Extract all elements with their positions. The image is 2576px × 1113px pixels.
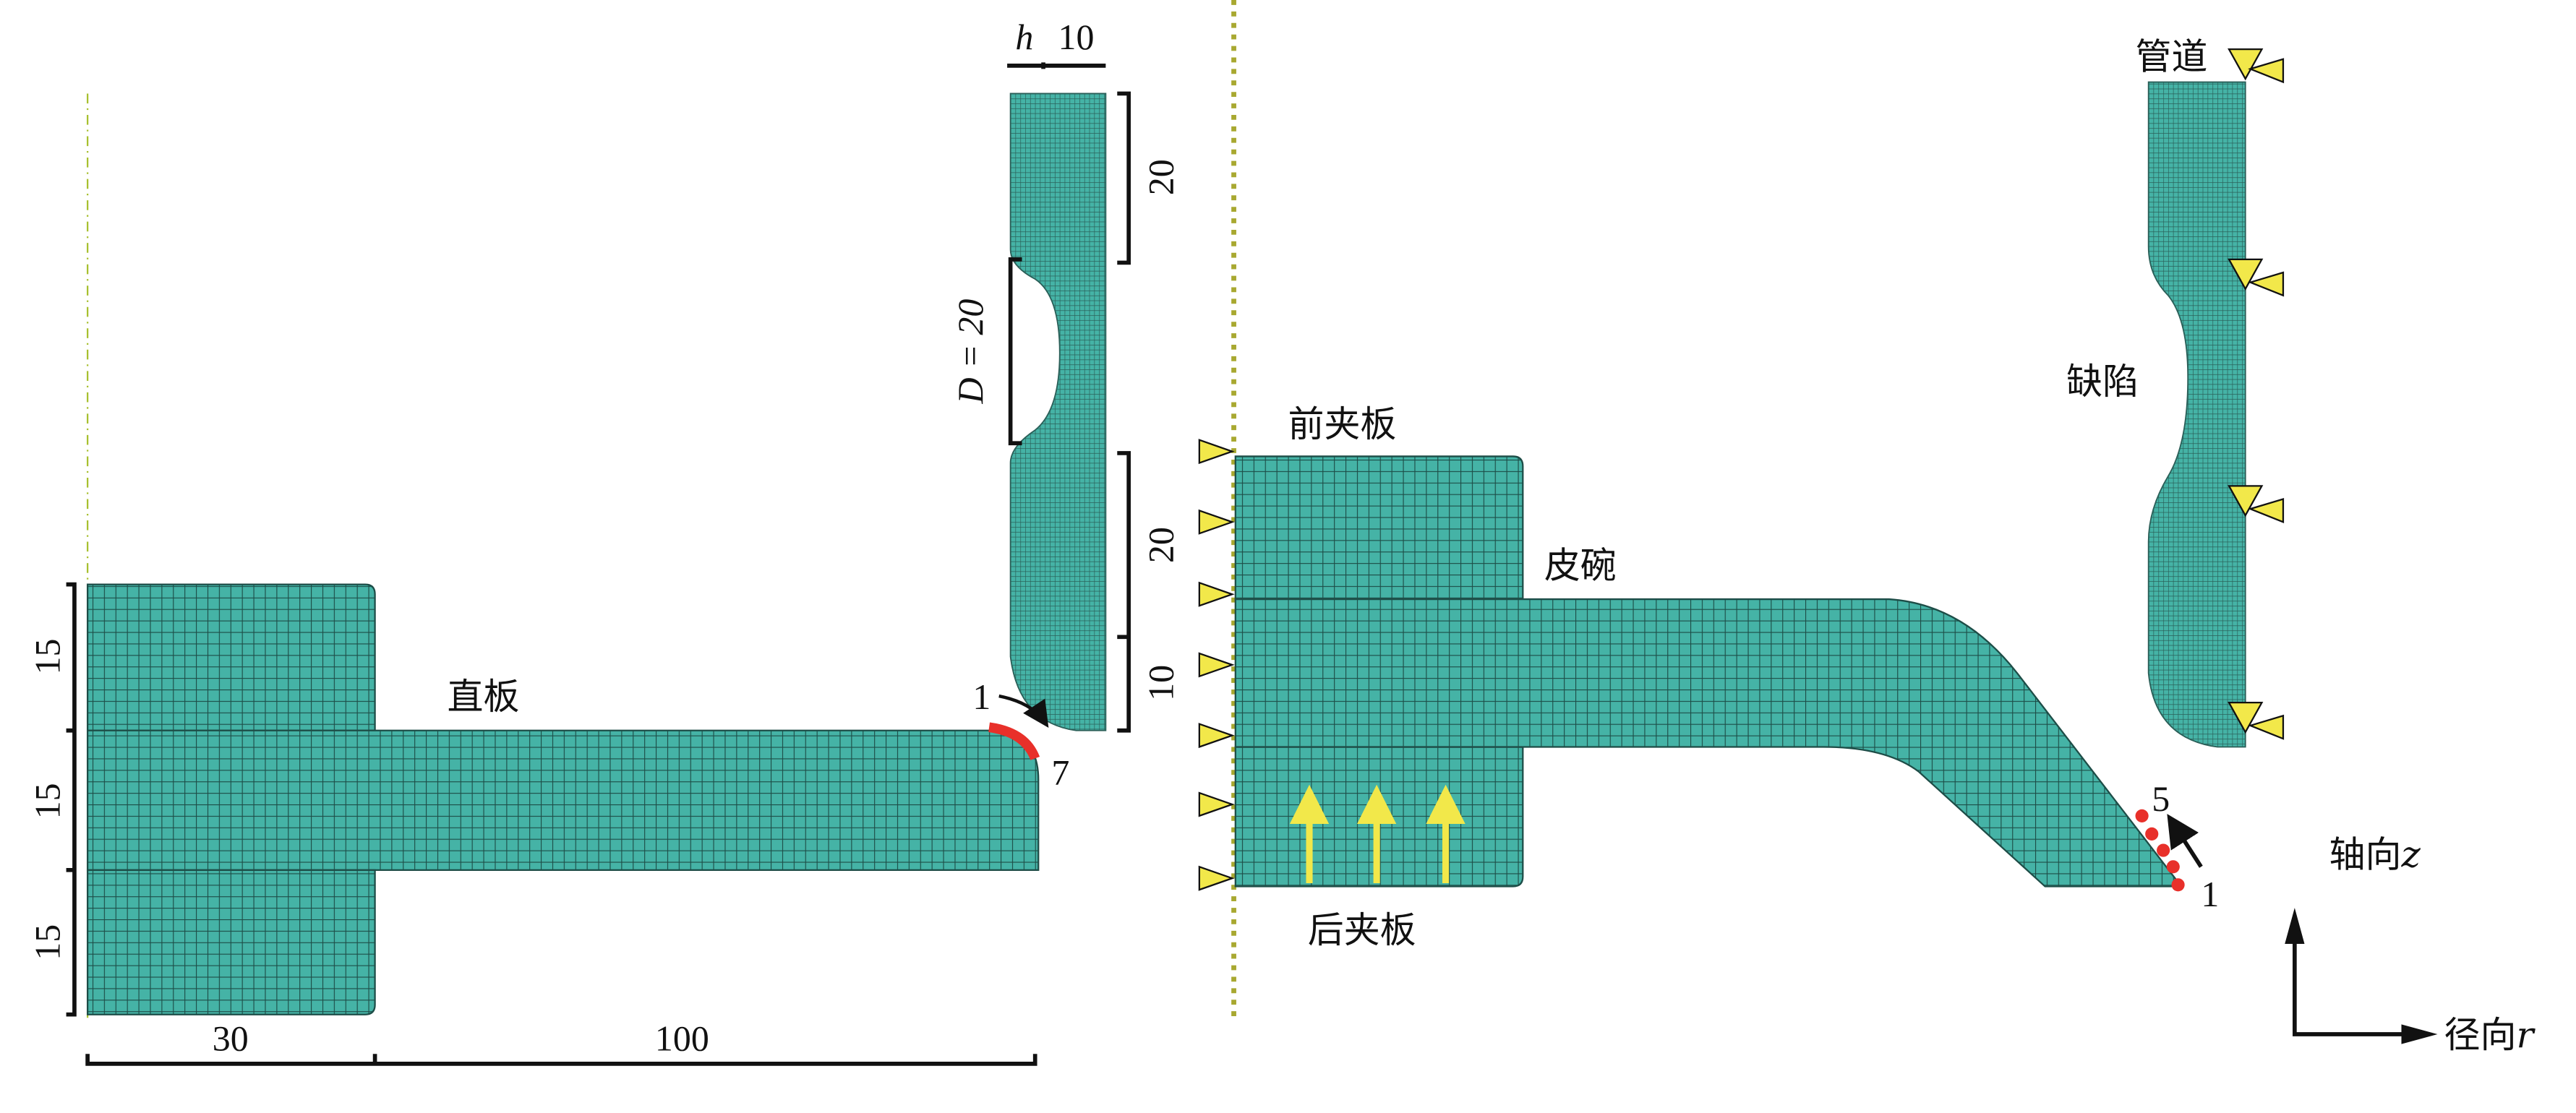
path-direction-arrow: [2167, 814, 2203, 868]
constraint-icon: [1198, 652, 1235, 678]
radial-var: r: [2516, 1014, 2536, 1056]
fixed-constraints: [1198, 439, 1235, 891]
path-point: [2157, 843, 2170, 857]
right-panel: 前夹板 皮碗 后夹板 管道 缺陷: [1198, 35, 2536, 1056]
path-point: [2166, 860, 2180, 874]
constraint-icon: [1198, 509, 1235, 535]
thickness-label: 10: [1058, 17, 1095, 57]
pressure-arrows: [1289, 784, 1465, 884]
horizontal-dimension: [85, 1054, 1037, 1066]
dim-label: 15: [27, 924, 68, 961]
path-end-label: 7: [1051, 752, 1069, 793]
cup-mesh: [1234, 598, 2183, 888]
front-clamp-mesh: [1234, 455, 1524, 601]
plate-mesh: [86, 729, 1040, 871]
path-start-label: 1: [2201, 874, 2219, 914]
dim-label: 30: [213, 1018, 249, 1059]
axial-var: z: [2400, 833, 2421, 875]
defect-dim-label: D = 20: [950, 299, 990, 405]
path-start-label: 1: [972, 676, 990, 717]
vertical-dimension: [66, 582, 77, 1017]
pipe-label: 管道: [2136, 35, 2208, 77]
path-direction-arrow: [998, 694, 1049, 728]
constraint-icon: [1198, 581, 1235, 607]
radial-label: 径向r: [2444, 1014, 2536, 1056]
constraint-icon: [1198, 865, 1235, 891]
radial-arrow-icon: [2401, 1024, 2438, 1044]
cup-label: 皮碗: [1544, 545, 1617, 587]
constraint-icon: [2228, 702, 2285, 740]
top-clamp-mesh: [86, 583, 376, 731]
pipe-specimen-mesh: [1009, 93, 1107, 731]
axial-arrow-icon: [2285, 908, 2305, 945]
axial-label: 轴向z: [2329, 833, 2421, 875]
path-point: [2135, 809, 2149, 822]
dim-label: 15: [27, 783, 68, 819]
dim-label: 100: [655, 1018, 709, 1059]
front-clamp-label: 前夹板: [1288, 403, 1397, 445]
constraint-icon: [1198, 791, 1235, 817]
axis-lines: [2293, 927, 2415, 1036]
axial-text: 轴向: [2329, 833, 2402, 875]
constraint-icon: [2228, 48, 2285, 84]
dim-label: 20: [1141, 159, 1181, 195]
dim-label: 20: [1141, 527, 1181, 563]
constraint-icon: [1198, 723, 1235, 749]
constraint-icon: [2228, 258, 2285, 297]
path-markers: [2135, 809, 2185, 892]
path-point: [2171, 878, 2185, 892]
coordinate-axes: 轴向z 径向r: [2285, 833, 2536, 1056]
back-clamp-label: 后夹板: [1308, 909, 1416, 951]
pipe-constraints: [2228, 48, 2285, 740]
thickness-dimension: [1007, 62, 1106, 69]
constraint-icon: [2228, 485, 2285, 523]
radial-text: 径向: [2444, 1014, 2517, 1056]
dim-label: 10: [1141, 665, 1181, 701]
left-panel: 直板 15 15 15 30 100 h 10 20 20 10 D = 20 …: [27, 17, 1181, 1066]
constraint-icon: [1198, 439, 1235, 465]
path-end-label: 5: [2152, 778, 2170, 819]
path-point: [2145, 827, 2159, 841]
dim-label: 15: [27, 639, 68, 675]
pipe-mesh: [2147, 81, 2246, 748]
bottom-clamp-mesh: [86, 869, 376, 1015]
pipe-dimensions: [1008, 91, 1131, 733]
defect-label: 缺陷: [2066, 361, 2139, 403]
plate-label: 直板: [448, 676, 520, 718]
h-label: h: [1015, 17, 1033, 57]
path-marker: [988, 722, 1040, 761]
